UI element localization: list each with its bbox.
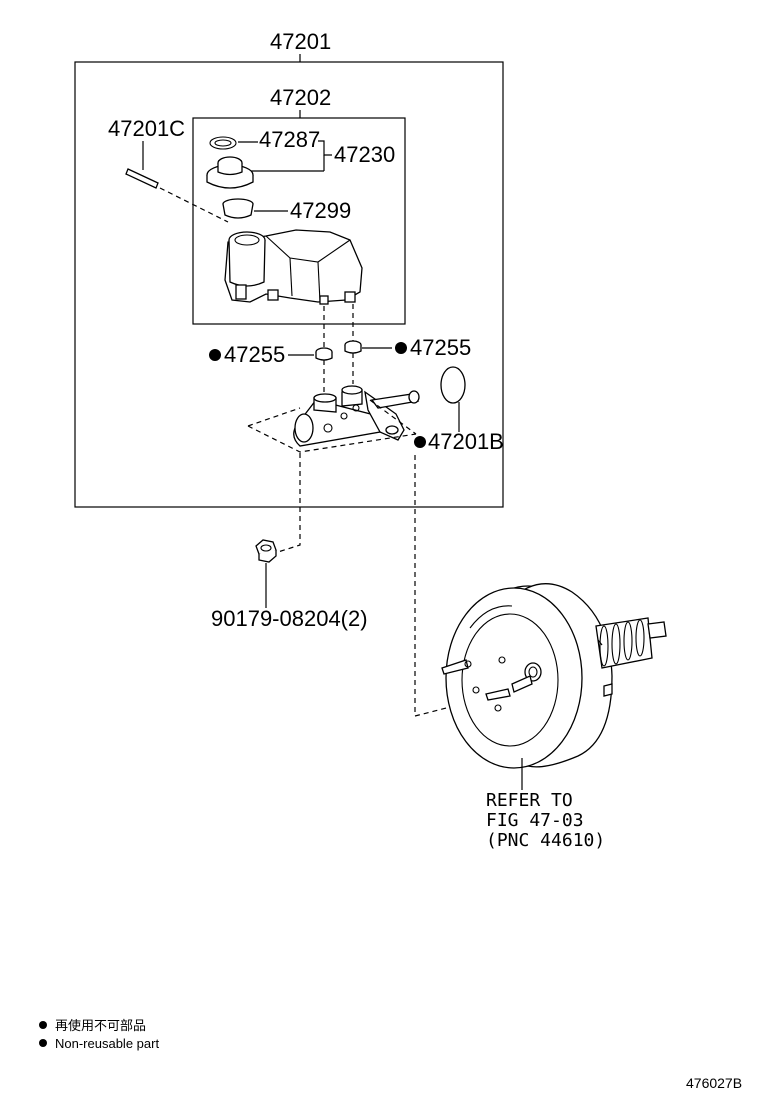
dash-flange-outline xyxy=(247,399,417,453)
legend-dot-2 xyxy=(39,1039,47,1047)
pin-part xyxy=(125,168,159,189)
master-cylinder-part xyxy=(293,385,420,447)
legend-text-jp: 再使用不可部品 xyxy=(55,1018,146,1033)
label-47201c: 47201C xyxy=(108,116,185,141)
dash-pin-to-reservoir xyxy=(159,187,229,223)
diagram-id: 476027B xyxy=(686,1075,742,1091)
legend-text-en: Non-reusable part xyxy=(55,1036,159,1051)
refer-line-3: (PNC 44610) xyxy=(486,830,605,851)
label-47201: 47201 xyxy=(270,29,331,54)
label-47201b: 47201B xyxy=(428,429,504,454)
label-47299: 47299 xyxy=(290,198,351,223)
label-47255-right: 47255 xyxy=(410,335,471,360)
reservoir-part xyxy=(224,229,363,305)
cap-part xyxy=(206,156,254,189)
label-47202: 47202 xyxy=(270,85,331,110)
legend-dot-1 xyxy=(39,1021,47,1029)
refer-line-1: REFER TO xyxy=(486,790,573,811)
nut-part xyxy=(255,539,277,563)
dash-to-booster xyxy=(414,455,459,717)
oring-part xyxy=(440,366,466,404)
non-reusable-dot-47255-left xyxy=(209,349,221,361)
brake-booster-part xyxy=(441,583,667,769)
dash-body-to-nut xyxy=(277,453,301,553)
label-47255-left: 47255 xyxy=(224,342,285,367)
label-47230: 47230 xyxy=(334,142,395,167)
grommet-right-part xyxy=(344,340,362,354)
leader-47230 xyxy=(318,140,332,156)
reservoir-frame xyxy=(192,117,406,325)
assembly-frame xyxy=(74,61,504,508)
label-47287: 47287 xyxy=(259,127,320,152)
label-nut: 90179-08204(2) xyxy=(211,606,368,631)
non-reusable-dot-47255-right xyxy=(395,342,407,354)
strainer-part xyxy=(222,198,254,219)
clip-part xyxy=(209,136,237,150)
refer-line-2: FIG 47-03 xyxy=(486,810,584,831)
grommet-left-part xyxy=(315,347,333,361)
non-reusable-dot-47201b xyxy=(414,436,426,448)
